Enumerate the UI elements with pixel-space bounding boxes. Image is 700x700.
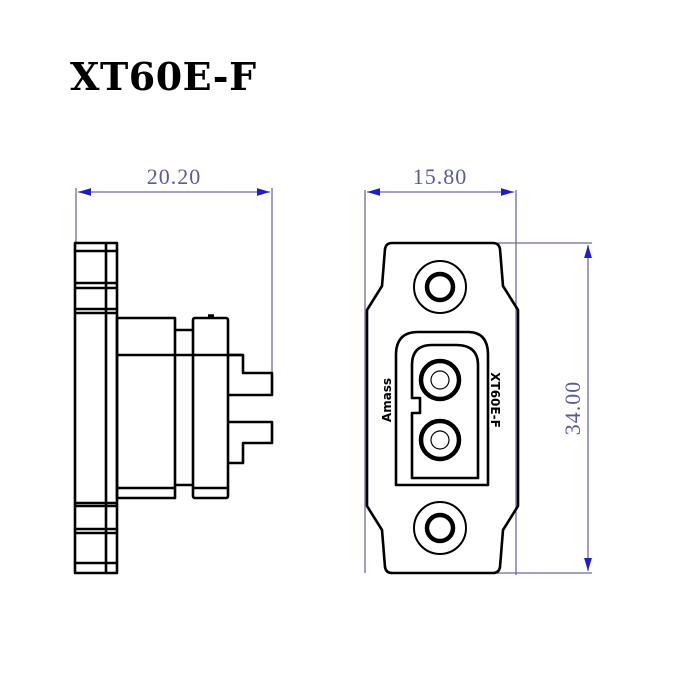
model-marking: XT60E-F — [488, 372, 502, 428]
rear-block — [191, 314, 243, 500]
brand-marking: Amass — [380, 378, 394, 422]
body-block — [115, 316, 177, 500]
side-view: 20.20 — [73, 164, 274, 575]
contact-negative — [418, 418, 462, 462]
front-width-label: 15.80 — [413, 164, 468, 189]
flange — [73, 241, 119, 575]
front-view: 15.80 34.00 — [364, 164, 592, 575]
socket-outer — [394, 330, 490, 487]
mounting-hole-bottom — [413, 501, 467, 555]
side-width-dimension — [75, 188, 273, 372]
housing-outline — [365, 241, 520, 575]
socket-inner — [410, 343, 480, 480]
solder-pins — [228, 353, 274, 465]
front-height-label: 34.00 — [560, 381, 585, 436]
front-height-dimension — [497, 242, 592, 574]
mounting-hole-top — [413, 260, 467, 314]
contact-positive — [418, 358, 462, 402]
side-width-label: 20.20 — [147, 164, 202, 189]
neck — [175, 328, 193, 487]
product-title: XT60E-F — [70, 54, 257, 99]
